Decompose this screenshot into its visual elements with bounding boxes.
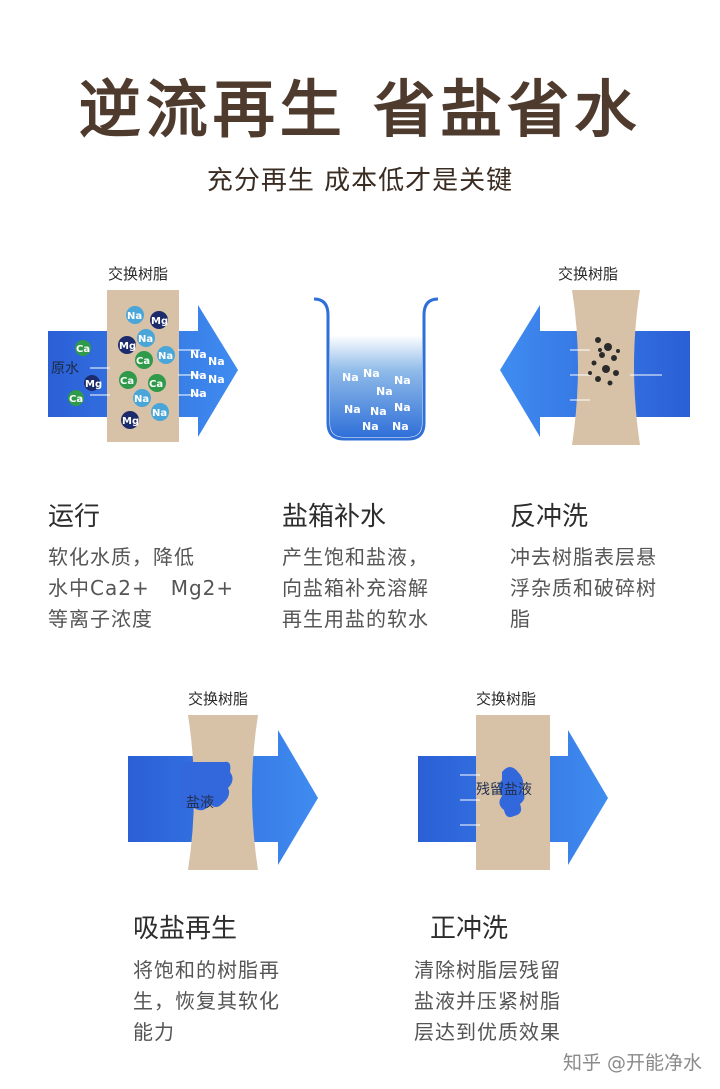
svg-text:Na: Na — [138, 334, 153, 345]
ca-ion: Ca — [148, 374, 166, 392]
svg-text:Ca: Ca — [149, 379, 163, 390]
na-ion-label: Na — [394, 374, 411, 387]
operation-diagram: 交换树脂 Ca 原水 Mg Ca Na Mg Na Mg Ca Na Ca Ca… — [40, 255, 250, 455]
step-title-fast-rinse: 正冲洗 — [430, 914, 509, 944]
ca-ion: Ca — [119, 371, 137, 389]
na-ion: Na — [157, 346, 175, 364]
na-ion-label: Na — [208, 373, 225, 386]
resin-label: 交换树脂 — [558, 265, 618, 283]
page-subtitle: 充分再生 成本低才是关键 — [206, 166, 514, 196]
impurity-particles — [588, 337, 620, 386]
watermark: 知乎 @开能净水 — [562, 1052, 702, 1074]
residual-brine-label: 残留盐液 — [476, 782, 532, 798]
svg-text:Mg: Mg — [151, 316, 168, 327]
ca-ion: Ca — [135, 351, 153, 369]
ca-ion: Ca — [75, 340, 91, 356]
na-ion-label: Na — [344, 403, 361, 416]
page-title: 逆流再生 省盐省水 — [78, 73, 642, 146]
na-ion-label: Na — [190, 369, 207, 382]
step-title-regeneration: 吸盐再生 — [133, 914, 238, 944]
mg-ion: Mg — [118, 336, 136, 354]
na-ion: Na — [133, 389, 151, 407]
na-ion-label: Na — [363, 367, 380, 380]
na-ion: Na — [137, 329, 155, 347]
mg-ion: Mg — [150, 311, 168, 329]
svg-text:Mg: Mg — [122, 416, 139, 427]
mg-ion: Mg — [84, 375, 102, 391]
step-title-operation: 运行 — [48, 502, 101, 532]
na-ion-label: Na — [208, 355, 225, 368]
backwash-diagram: 交换树脂 — [490, 255, 700, 455]
raw-water-label: 原水 — [51, 361, 79, 377]
brine-tank-diagram: Na Na Na Na Na Na Na Na Na — [300, 285, 450, 455]
brine-label: 盐液 — [186, 795, 214, 811]
mg-ion: Mg — [121, 411, 139, 429]
ca-ion: Ca — [68, 390, 84, 406]
step-title-backwash: 反冲洗 — [510, 502, 589, 532]
svg-text:Ca: Ca — [136, 356, 150, 367]
regeneration-diagram: 交换树脂 盐液 — [120, 680, 330, 880]
brine-tank — [313, 297, 439, 441]
svg-text:Na: Na — [152, 408, 167, 419]
svg-text:Na: Na — [127, 311, 142, 322]
na-ion-label: Na — [190, 387, 207, 400]
resin-label: 交换树脂 — [476, 690, 536, 708]
svg-text:Mg: Mg — [85, 379, 102, 390]
brine-water — [330, 335, 422, 437]
na-ion-label: Na — [190, 348, 207, 361]
svg-text:Ca: Ca — [69, 394, 83, 405]
fast-rinse-diagram: 交换树脂 残留盐液 — [410, 680, 620, 880]
step-title-brine-refill: 盐箱补水 — [282, 502, 387, 532]
na-ion: Na — [151, 403, 169, 421]
residual-brine-blob — [499, 767, 525, 818]
svg-text:Na: Na — [134, 394, 149, 405]
na-ion-label: Na — [392, 420, 409, 433]
na-ion: Na — [126, 306, 144, 324]
svg-text:Ca: Ca — [76, 344, 90, 355]
na-ion-label: Na — [362, 420, 379, 433]
brine-infiltration — [180, 761, 233, 811]
na-ion-label: Na — [342, 371, 359, 384]
resin-label: 交换树脂 — [188, 690, 248, 708]
na-ion-label: Na — [370, 405, 387, 418]
svg-text:Na: Na — [158, 351, 173, 362]
na-ion-label: Na — [394, 401, 411, 414]
svg-text:Mg: Mg — [119, 341, 136, 352]
resin-label: 交换树脂 — [108, 265, 168, 283]
svg-text:Ca: Ca — [120, 376, 134, 387]
na-ion-label: Na — [376, 385, 393, 398]
